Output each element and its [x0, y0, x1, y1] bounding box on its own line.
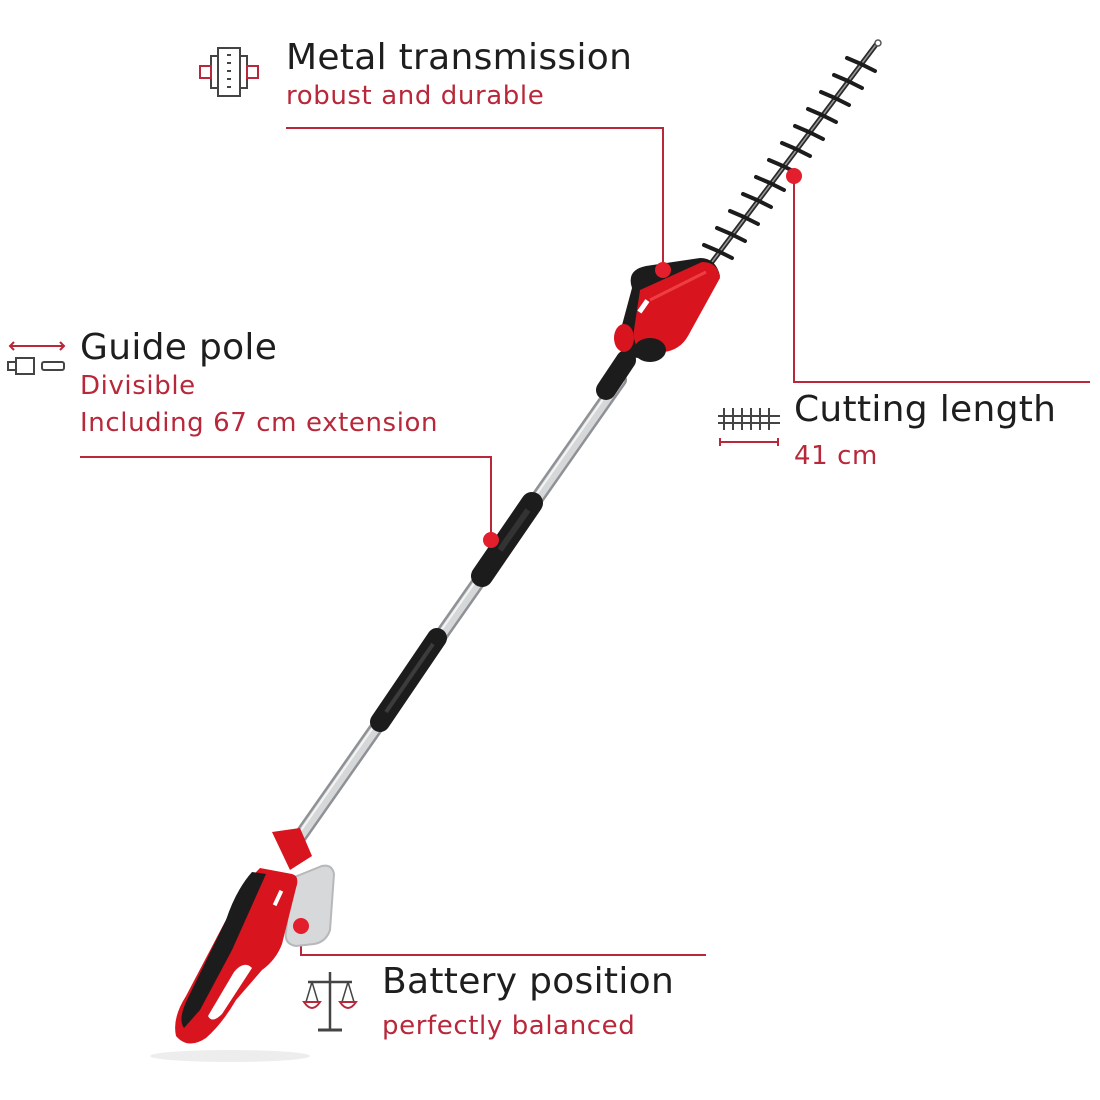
callout-dots: [293, 168, 802, 934]
gearbox-icon: [199, 47, 259, 97]
callout-dot-guide-pole: [483, 532, 499, 548]
callout-dot-battery-position: [293, 918, 309, 934]
feature-title: Cutting length: [794, 389, 1057, 430]
gearbox-head: [614, 258, 720, 362]
feature-title: Metal transmission: [286, 37, 633, 78]
callout-line-battery-position: [300, 926, 706, 956]
callout-line-cutting-length: [793, 176, 1090, 383]
telescopic-pole: [285, 350, 636, 855]
feature-subtitle: 41 cm: [794, 441, 878, 471]
blade-length-icon: [718, 408, 780, 446]
cutter-blade: [702, 39, 882, 265]
feature-subtitle-line-2: Including 67 cm extension: [80, 408, 439, 438]
callout-lines: [80, 127, 1090, 956]
callout-line-metal-transmission: [286, 127, 664, 270]
feature-title: Guide pole: [80, 327, 278, 368]
balance-scale-icon: [302, 972, 358, 1032]
callout-dot-cutting-length: [786, 168, 802, 184]
feature-subtitle: robust and durable: [286, 81, 545, 111]
telescopic-pole-icon: [7, 341, 66, 375]
feature-subtitle-line-1: Divisible: [80, 371, 196, 401]
feature-title: Battery position: [382, 961, 675, 1002]
feature-subtitle: perfectly balanced: [382, 1011, 636, 1041]
callout-line-guide-pole: [80, 456, 492, 540]
callout-dot-metal-transmission: [655, 262, 671, 278]
